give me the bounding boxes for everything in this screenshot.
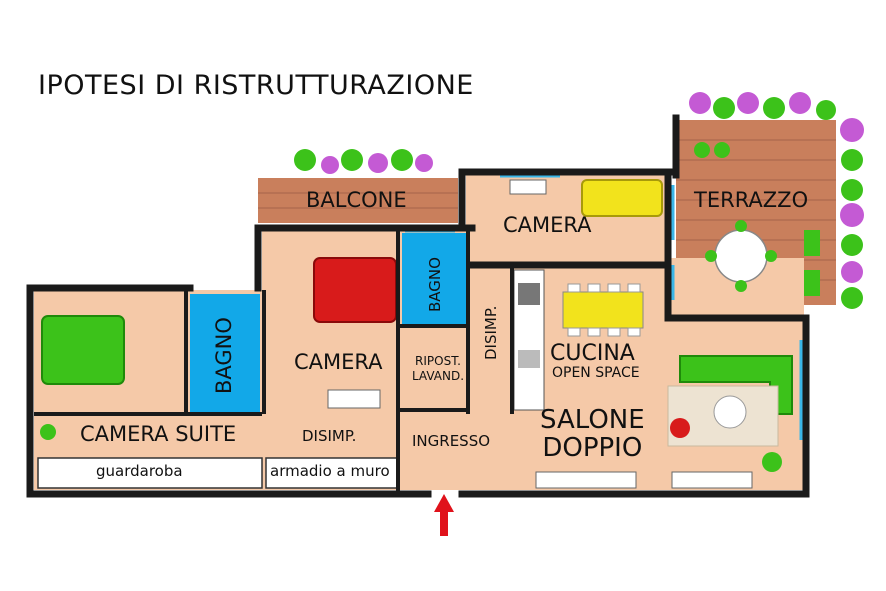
guardaroba-unit xyxy=(37,457,263,489)
desk-camera xyxy=(327,389,381,409)
plan-title: IPOTESI DI RISTRUTTURAZIONE xyxy=(38,70,474,101)
desk-camera-top xyxy=(509,179,547,195)
entrance-arrow xyxy=(434,494,454,536)
kitchen-chairs xyxy=(567,283,641,337)
label-balcone: BALCONE xyxy=(306,188,407,212)
kitchen-sink xyxy=(518,350,540,368)
balcone-deck xyxy=(258,178,458,223)
sideboard xyxy=(535,471,637,489)
label-salone-line1: SALONE xyxy=(540,405,645,435)
label-cucina: CUCINA xyxy=(550,341,635,366)
bagno-small-floor xyxy=(402,233,466,325)
kitchen-table xyxy=(562,291,644,329)
label-bagno-small: BAGNO xyxy=(426,257,444,312)
walls xyxy=(26,114,810,498)
label-salone: SALONE DOPPIO xyxy=(540,406,645,462)
interior-walls xyxy=(34,228,514,494)
terrazzo-chairs xyxy=(694,142,820,296)
armchair-red xyxy=(670,418,690,438)
label-camera-top: CAMERA xyxy=(503,213,592,237)
bed-yellow xyxy=(581,179,663,217)
label-ripost-line2: LAVAND. xyxy=(411,369,465,383)
terrazzo-table xyxy=(714,229,768,283)
label-disimp-vertical: DISIMP. xyxy=(482,305,500,360)
label-ripost: RIPOST. LAVAND. xyxy=(406,354,470,384)
kitchen-hob xyxy=(518,283,540,305)
label-terrazzo: TERRAZZO xyxy=(694,188,809,212)
plants xyxy=(294,92,864,472)
label-ripost-line1: RIPOST. xyxy=(415,354,461,368)
label-armadio: armadio a muro xyxy=(270,462,390,480)
label-disimp-bottom: DISIMP. xyxy=(302,427,357,445)
bed-red xyxy=(313,257,397,323)
label-camera-suite: CAMERA SUITE xyxy=(80,422,237,446)
bagno-left-floor xyxy=(190,294,260,414)
tv-cabinet xyxy=(671,471,753,489)
label-cucina-sub: OPEN SPACE xyxy=(552,365,640,381)
label-ingresso: INGRESSO xyxy=(412,432,491,450)
label-salone-line2: DOPPIO xyxy=(542,433,643,463)
armadio-unit xyxy=(265,457,399,489)
coffee-table xyxy=(713,395,747,429)
armchair-suite xyxy=(40,424,56,440)
bed-green xyxy=(41,315,125,385)
balcone-planks xyxy=(258,192,458,209)
label-bagno-left: BAGNO xyxy=(212,317,236,394)
label-guardaroba: guardaroba xyxy=(96,462,183,480)
label-camera-mid: CAMERA xyxy=(294,350,383,374)
